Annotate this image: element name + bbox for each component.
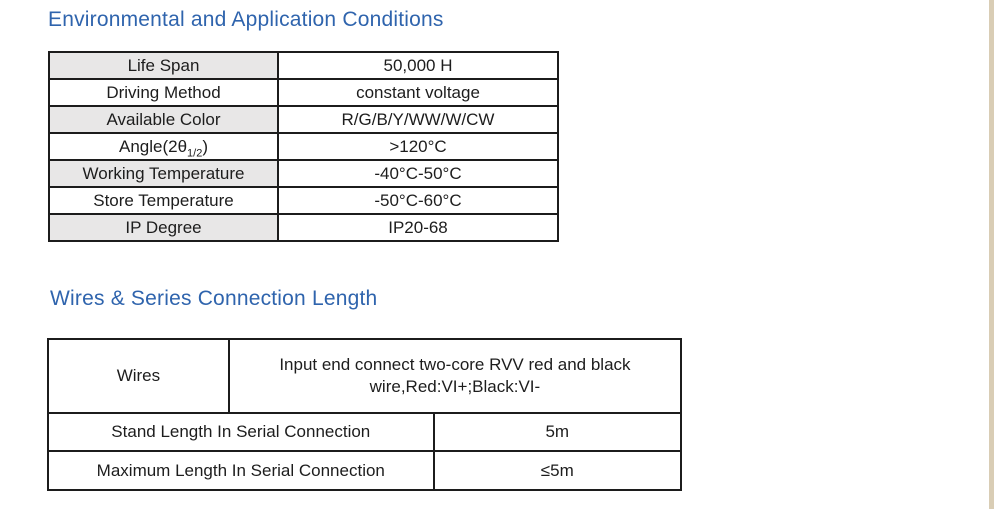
row-label: Driving Method <box>48 78 279 107</box>
section-title-wires: Wires & Series Connection Length <box>50 287 378 310</box>
row-label: Working Temperature <box>48 159 279 188</box>
row-label: IP Degree <box>48 213 279 242</box>
row-value-wires: Input end connect two-core RVV red and b… <box>230 340 680 412</box>
row-label: Store Temperature <box>48 186 279 215</box>
row-value: ≤5m <box>540 460 574 480</box>
table-row: Angle(2θ1/2) >120°C <box>48 132 559 161</box>
angle-label-subscript: 1/2 <box>187 146 203 159</box>
section-title-environmental: Environmental and Application Conditions <box>48 8 444 31</box>
row-value: IP20-68 <box>277 213 559 242</box>
table-row: Available Color R/G/B/Y/WW/W/CW <box>48 105 559 134</box>
row-value: constant voltage <box>277 78 559 107</box>
wires-table: Wires Input end connect two-core RVV red… <box>47 338 682 491</box>
row-value: 50,000 H <box>277 51 559 80</box>
row-label: Maximum Length In Serial Connection <box>49 452 435 489</box>
row-value: -50°C-60°C <box>277 186 559 215</box>
row-value: 5m <box>545 422 570 441</box>
page-edge-strip <box>989 0 994 509</box>
table-row: Store Temperature -50°C-60°C <box>48 186 559 215</box>
row-value: R/G/B/Y/WW/W/CW <box>277 105 559 134</box>
row-label: Stand Length In Serial Connection <box>49 414 435 450</box>
table-row: Working Temperature -40°C-50°C <box>48 159 559 188</box>
table-row: Stand Length In Serial Connection 5m <box>47 414 682 452</box>
row-value: -40°C-50°C <box>277 159 559 188</box>
row-value: >120°C <box>277 132 559 161</box>
table-row: Maximum Length In Serial Connection ≤5m <box>47 452 682 491</box>
angle-label-prefix: Angle(2θ <box>118 136 188 156</box>
wires-value-line2: wire,Red:VI+;Black:VI- <box>369 377 541 396</box>
row-label: Life Span <box>48 51 279 80</box>
table-row: Life Span 50,000 H <box>48 51 559 80</box>
row-label: Available Color <box>48 105 279 134</box>
table-row: Driving Method constant voltage <box>48 78 559 107</box>
wires-value-line1: Input end connect two-core RVV red and b… <box>279 355 631 374</box>
row-label-angle: Angle(2θ1/2) <box>48 132 279 161</box>
env-conditions-table: Life Span 50,000 H Driving Method consta… <box>48 51 559 242</box>
table-row: Wires Input end connect two-core RVV red… <box>47 338 682 414</box>
table-row: IP Degree IP20-68 <box>48 213 559 242</box>
angle-label-suffix: ) <box>202 136 209 156</box>
row-label: Wires <box>49 340 230 412</box>
